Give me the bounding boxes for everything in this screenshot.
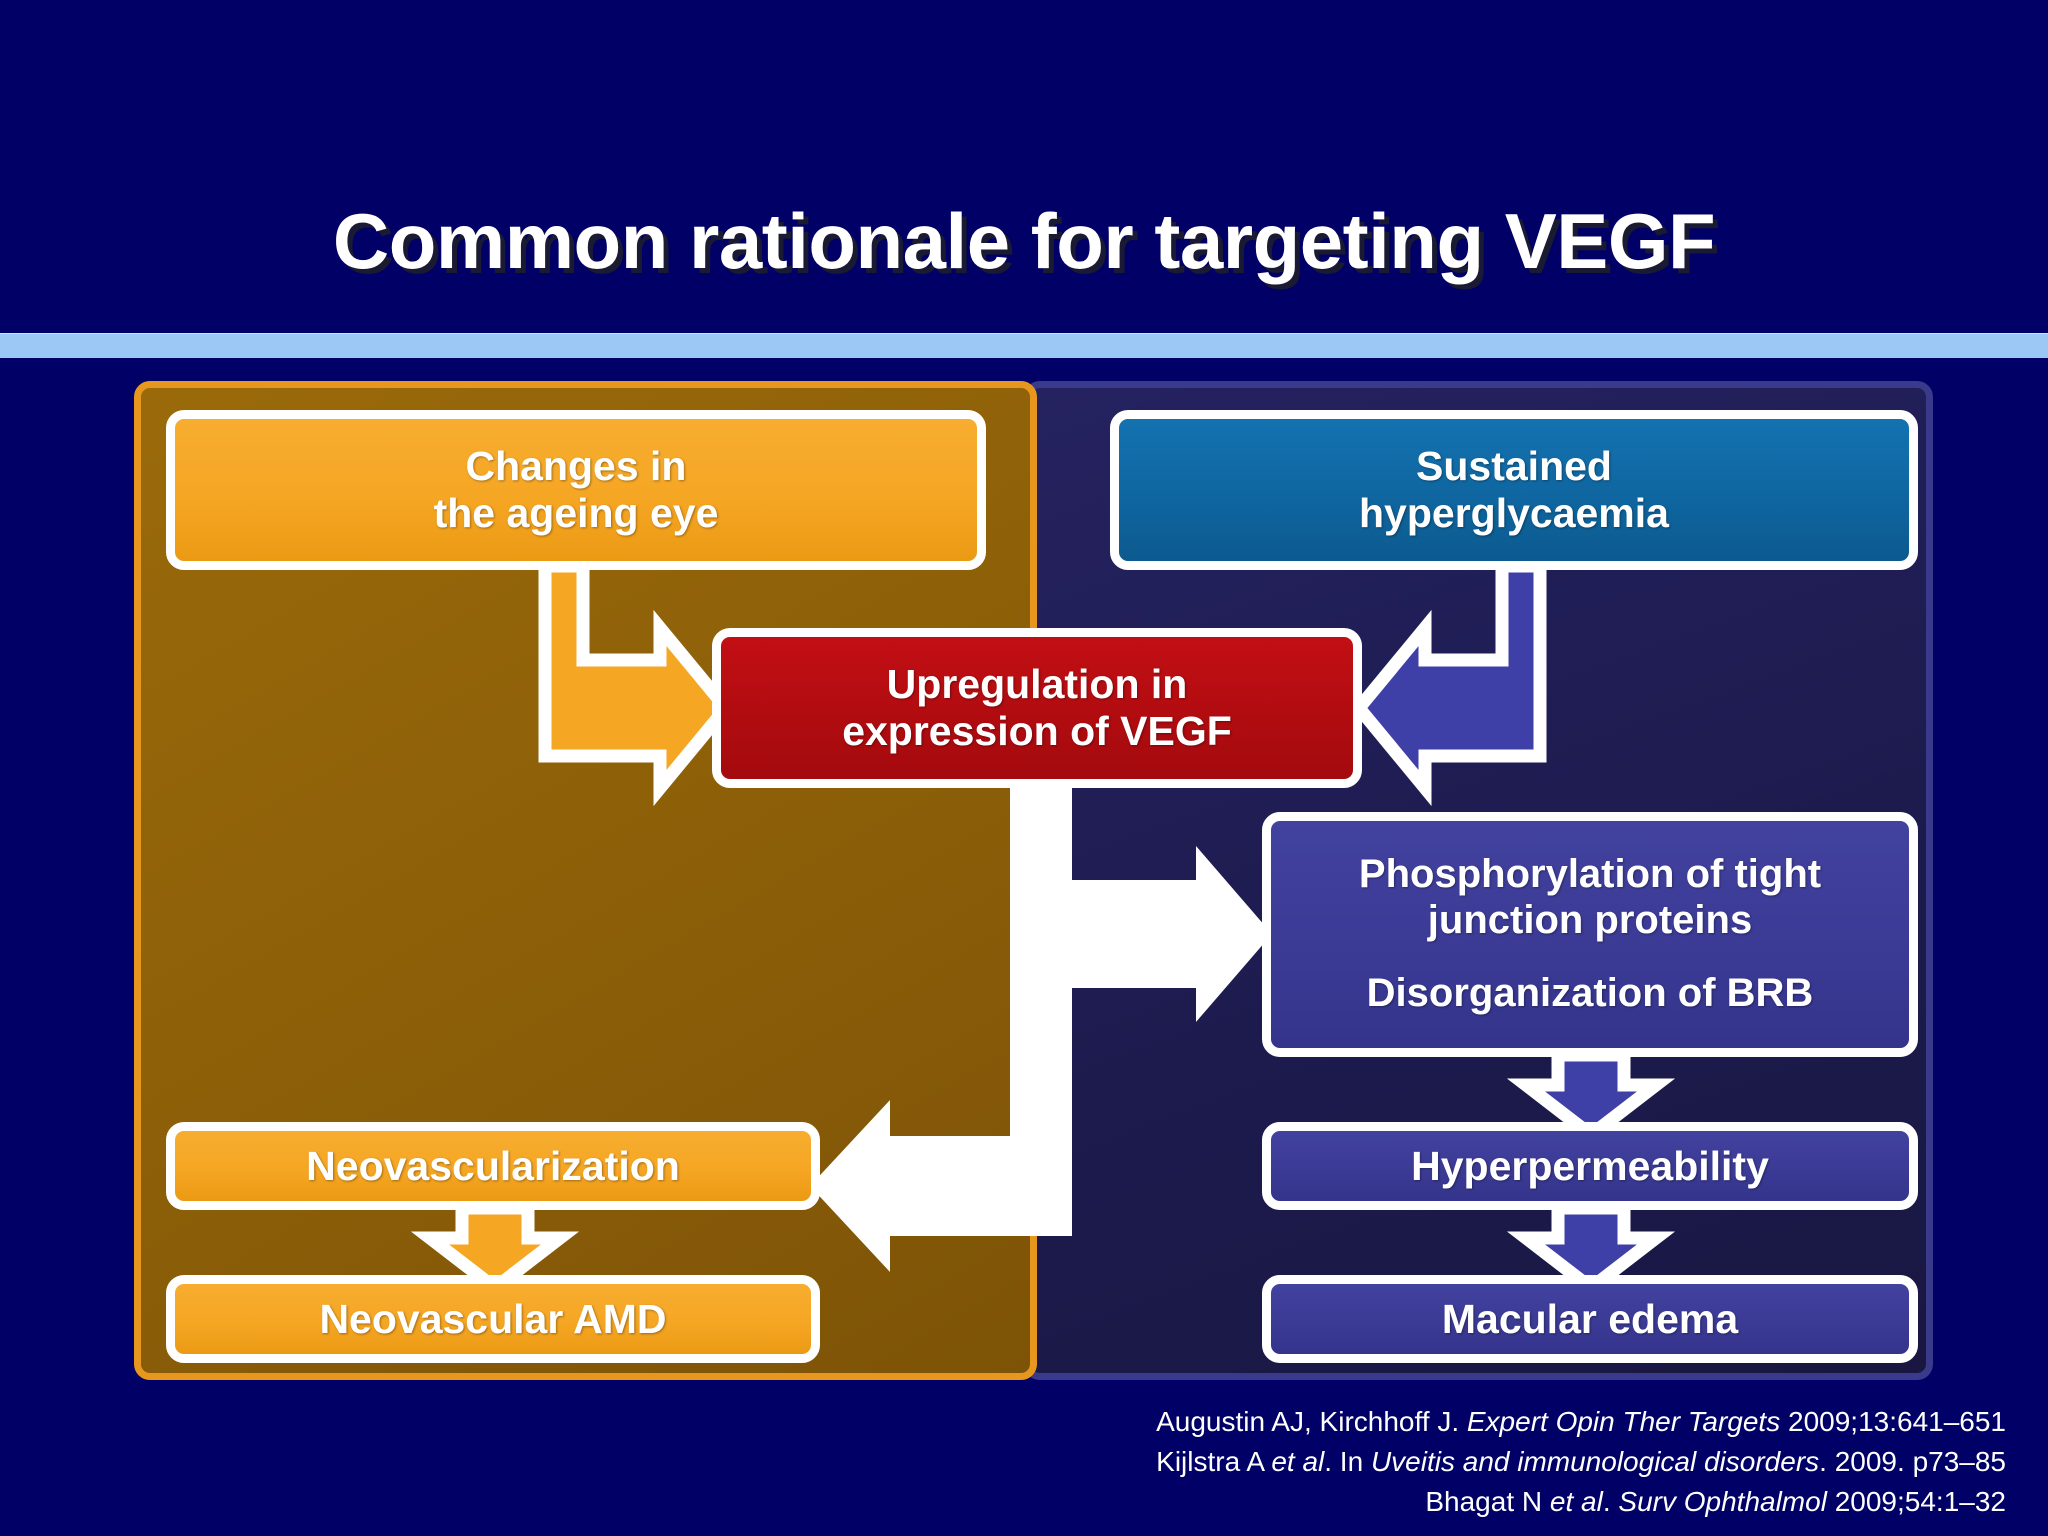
citation-in: . In [1324,1445,1371,1477]
node-label-line-1: Upregulation in [886,661,1188,708]
citation-etal: et al [1271,1445,1325,1477]
node-label-line-1: Phosphorylation of tight [1358,852,1822,897]
node-phosphorylation-tight-junction[interactable]: Phosphorylation of tight junction protei… [1262,812,1918,1057]
node-label-line-3: Disorganization of BRB [1366,971,1814,1016]
node-changes-ageing-eye[interactable]: Changes in the ageing eye [166,410,986,570]
page-title: Common rationale for targeting VEGF [332,197,1716,285]
node-sustained-hyperglycaemia[interactable]: Sustained hyperglycaemia [1110,410,1918,570]
node-hyperpermeability[interactable]: Hyperpermeability [1262,1122,1918,1210]
node-label-line-1: Sustained [1416,443,1612,490]
citation-volume: 2009;54:1–32 [1826,1485,2006,1517]
citation-sep: . [1602,1485,1619,1517]
citation-authors: Bhagat N [1425,1485,1550,1517]
citation-pages: . 2009. p73–85 [1819,1445,2006,1477]
node-label-line-2: junction proteins [1427,897,1753,942]
node-neovascular-amd[interactable]: Neovascular AMD [166,1275,820,1363]
node-label-line-2: expression of VEGF [842,708,1232,754]
node-label-line-2: hyperglycaemia [1359,490,1669,536]
node-label: Neovascular AMD [319,1295,667,1342]
title-accent-rule [0,333,2048,358]
citation-journal: Expert Opin Ther Targets [1466,1406,1781,1437]
citation-booktitle: Uveitis and immunological disorders [1370,1445,1820,1477]
citation-authors: Augustin AJ, Kirchhoff J. [1156,1406,1467,1437]
citation-line-3: Bhagat N et al. Surv Ophthalmol 2009;54:… [806,1482,2006,1522]
node-label: Hyperpermeability [1411,1142,1769,1189]
node-neovascularization[interactable]: Neovascularization [166,1122,820,1210]
node-label-line-1: Changes in [465,443,687,490]
citation-line-2: Kijlstra A et al. In Uveitis and immunol… [806,1442,2006,1482]
citation-etal: et al [1549,1485,1603,1517]
citation-journal: Surv Ophthalmol [1618,1485,1827,1517]
citation-authors: Kijlstra A [1156,1445,1272,1477]
citation-block: Augustin AJ, Kirchhoff J. Expert Opin Th… [806,1402,2006,1521]
node-label: Neovascularization [306,1142,680,1189]
node-label: Macular edema [1441,1295,1739,1342]
citation-line-1: Augustin AJ, Kirchhoff J. Expert Opin Th… [806,1402,2006,1442]
node-macular-edema[interactable]: Macular edema [1262,1275,1918,1363]
node-upregulation-vegf[interactable]: Upregulation in expression of VEGF [712,628,1362,788]
node-label-line-2: the ageing eye [433,490,719,536]
citation-volume: 2009;13:641–651 [1780,1406,2006,1437]
